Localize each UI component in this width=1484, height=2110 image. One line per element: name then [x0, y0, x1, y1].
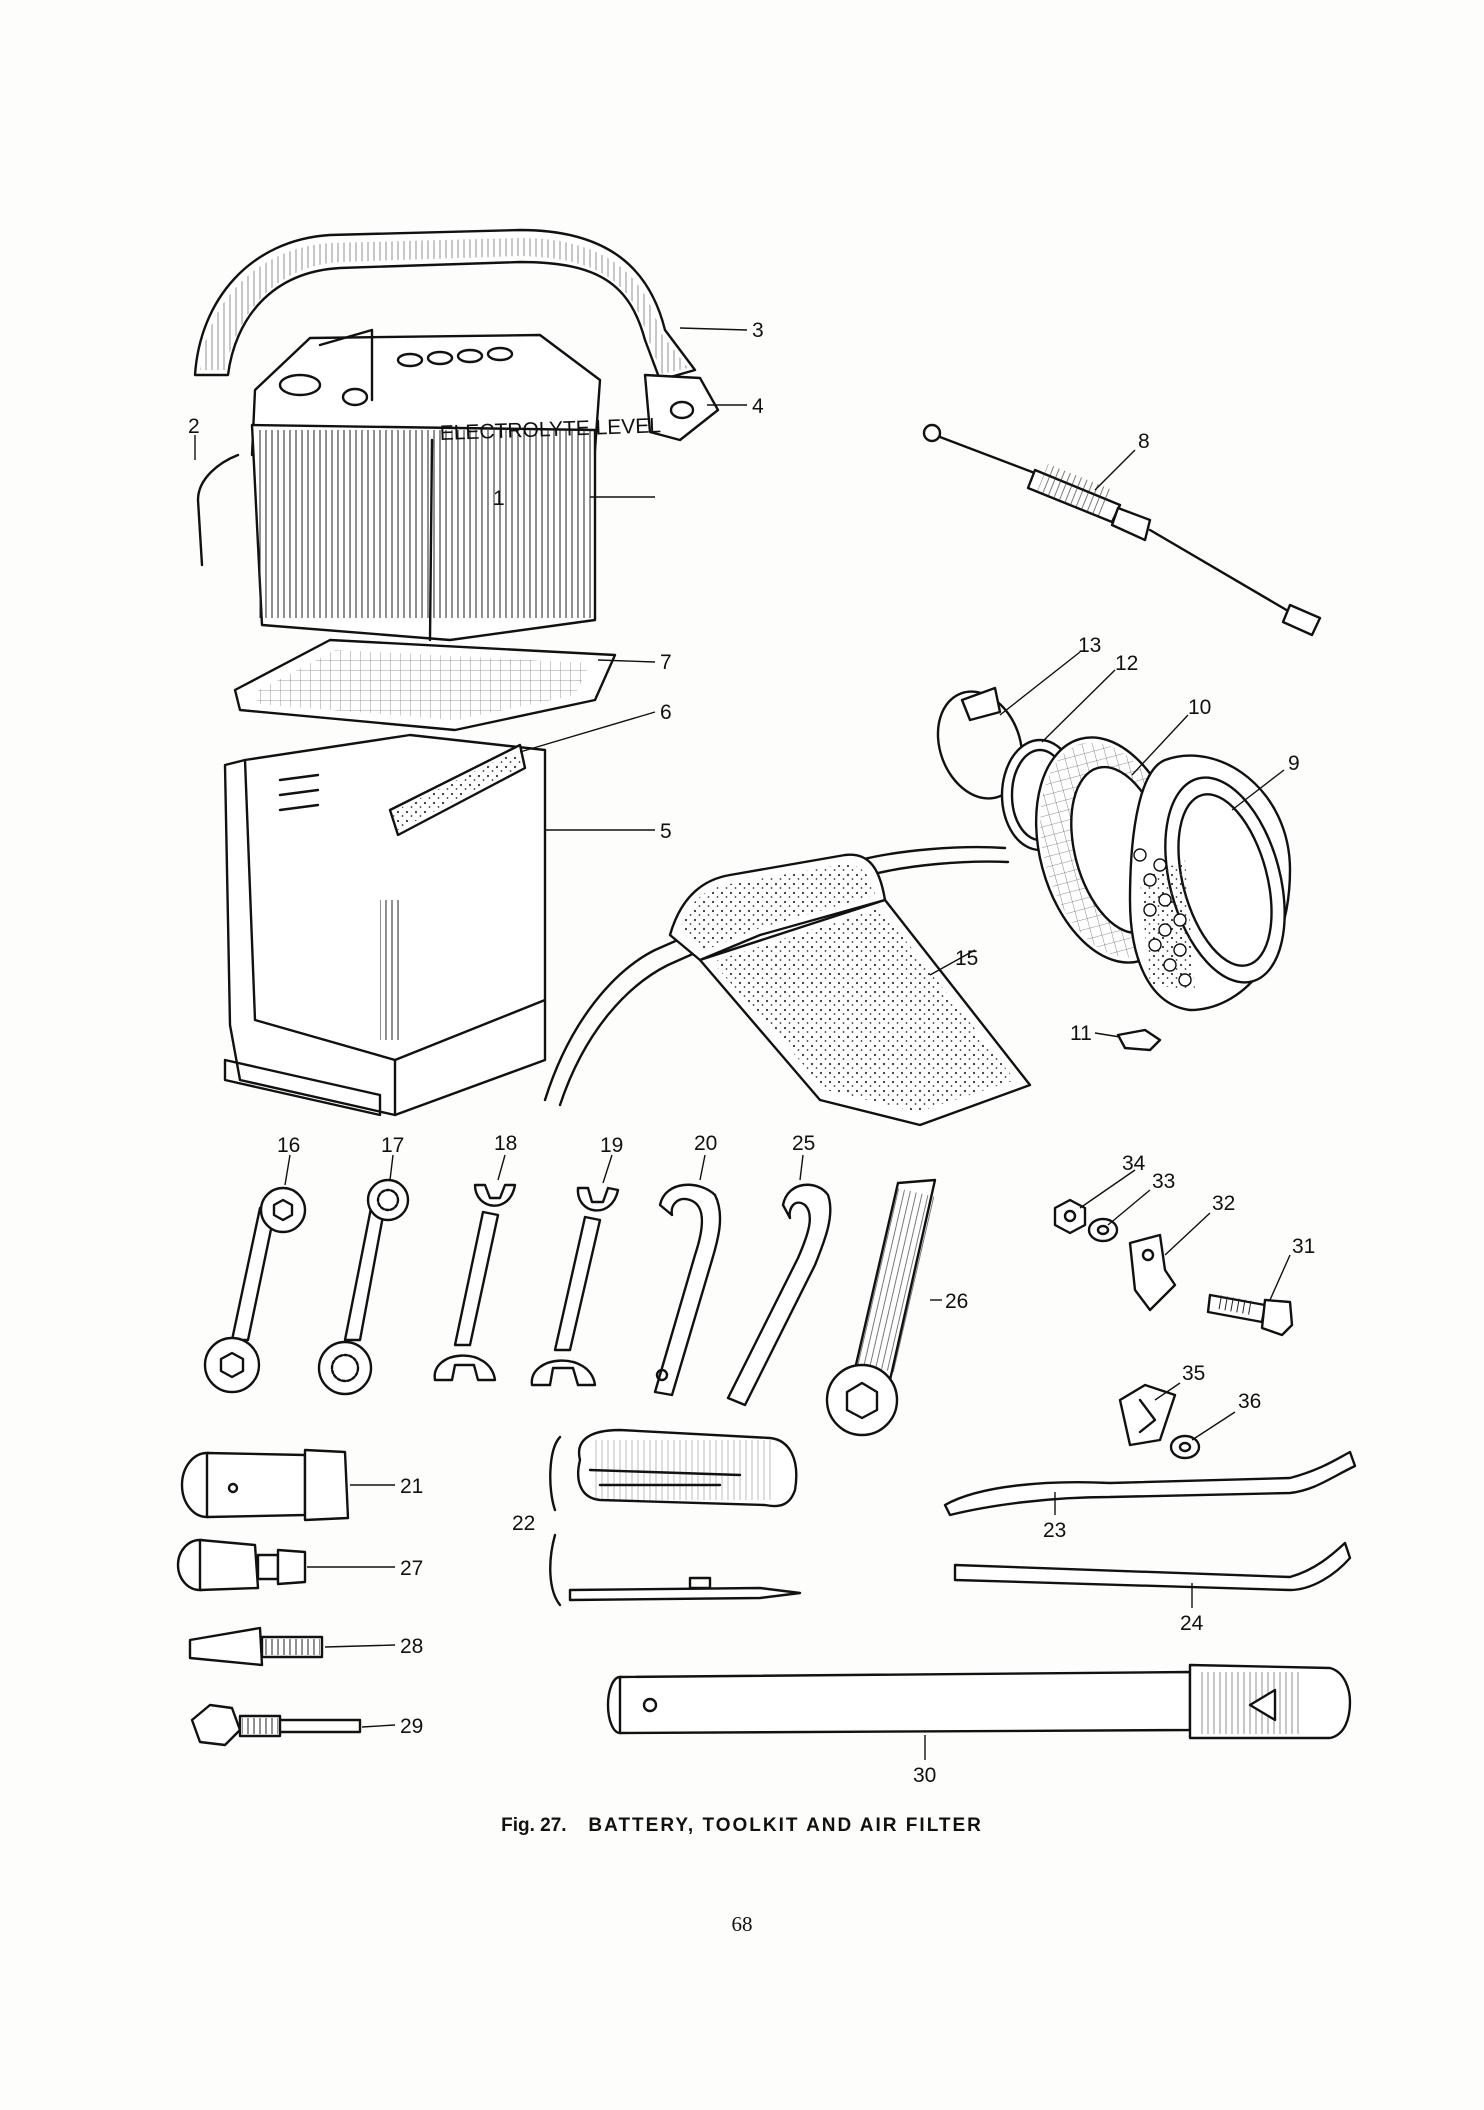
callout-35: 35 [1182, 1362, 1205, 1385]
callout-20: 20 [694, 1132, 717, 1155]
callout-3: 3 [752, 319, 764, 342]
callout-32: 32 [1212, 1192, 1235, 1215]
callout-31: 31 [1292, 1235, 1315, 1258]
callout-5: 5 [660, 820, 672, 843]
callout-29: 29 [400, 1715, 423, 1738]
vent-tube [196, 453, 240, 567]
hose-clip [936, 686, 1024, 800]
filter-cover [1128, 754, 1292, 1012]
bracket-32 [1128, 1233, 1177, 1312]
callout-10: 10 [1188, 696, 1211, 719]
tyre-pump [606, 1663, 1352, 1740]
tool-roll [543, 845, 1032, 1127]
screwdriver [549, 1428, 802, 1607]
battery-carrier [223, 733, 547, 1117]
callout-2: 2 [188, 415, 200, 438]
tyre-lever-23 [943, 1450, 1357, 1517]
tyre-lever-24 [953, 1541, 1352, 1592]
callout-21: 21 [400, 1475, 423, 1498]
callout-15: 15 [955, 947, 978, 970]
callout-34: 34 [1122, 1152, 1146, 1175]
plug-28 [188, 1626, 324, 1667]
spanner-18 [433, 1183, 517, 1382]
washer-33 [1087, 1217, 1119, 1243]
plug-27 [176, 1538, 307, 1592]
c-spanner-20 [653, 1183, 722, 1397]
strap-clamp [643, 373, 720, 442]
leader-lines [194, 327, 1291, 1760]
callout-36: 36 [1238, 1390, 1261, 1413]
box-spanner-21 [180, 1448, 350, 1522]
callout-26: 26 [945, 1290, 968, 1313]
callout-30: 30 [913, 1764, 936, 1787]
callout-6: 6 [660, 701, 672, 724]
callout-33: 33 [1152, 1170, 1175, 1193]
spanner-19 [530, 1186, 620, 1387]
spanner-26 [825, 1178, 937, 1437]
battery-strap [193, 228, 697, 382]
callout-1: 1 [493, 487, 505, 510]
callout-27: 27 [400, 1557, 423, 1580]
callout-28: 28 [400, 1635, 423, 1658]
c-spanner-25 [726, 1183, 832, 1407]
battery-pad [233, 638, 617, 732]
bolt-31 [1206, 1293, 1294, 1337]
callout-19: 19 [600, 1134, 623, 1157]
callout-8: 8 [1138, 430, 1150, 453]
bolt-29 [190, 1703, 362, 1747]
callout-22: 22 [512, 1512, 535, 1535]
callout-7: 7 [660, 651, 672, 674]
figure-title: BATTERY, TOOLKIT AND AIR FILTER [588, 1815, 983, 1836]
spanner-17 [317, 1178, 410, 1396]
figure-number: Fig. 27. [501, 1815, 567, 1836]
filter-clip [1116, 1028, 1162, 1052]
spanner-16 [203, 1186, 307, 1394]
callout-25: 25 [792, 1132, 815, 1155]
callout-18: 18 [494, 1132, 517, 1155]
washer-36 [1169, 1434, 1201, 1460]
callout-labels: 1 2 3 4 5 6 7 8 9 10 11 12 13 15 16 17 1… [188, 319, 1315, 1787]
callout-11: 11 [1070, 1022, 1092, 1045]
callout-12: 12 [1115, 652, 1138, 675]
callout-16: 16 [277, 1134, 300, 1157]
callout-23: 23 [1043, 1519, 1066, 1542]
callout-13: 13 [1078, 634, 1101, 657]
clip-35 [1118, 1383, 1177, 1447]
callout-4: 4 [752, 395, 764, 418]
fuse-cable [922, 423, 1322, 637]
page-number: 68 [731, 1912, 753, 1936]
callout-17: 17 [381, 1134, 404, 1157]
callout-24: 24 [1180, 1612, 1204, 1635]
felt-strip [388, 743, 527, 837]
figure-caption: Fig. 27. BATTERY, TOOLKIT AND AIR FILTER [0, 1815, 1484, 1837]
battery: ELECTROLYTE LEVEL [250, 328, 661, 642]
callout-9: 9 [1288, 752, 1300, 775]
nut-34 [1053, 1198, 1087, 1235]
